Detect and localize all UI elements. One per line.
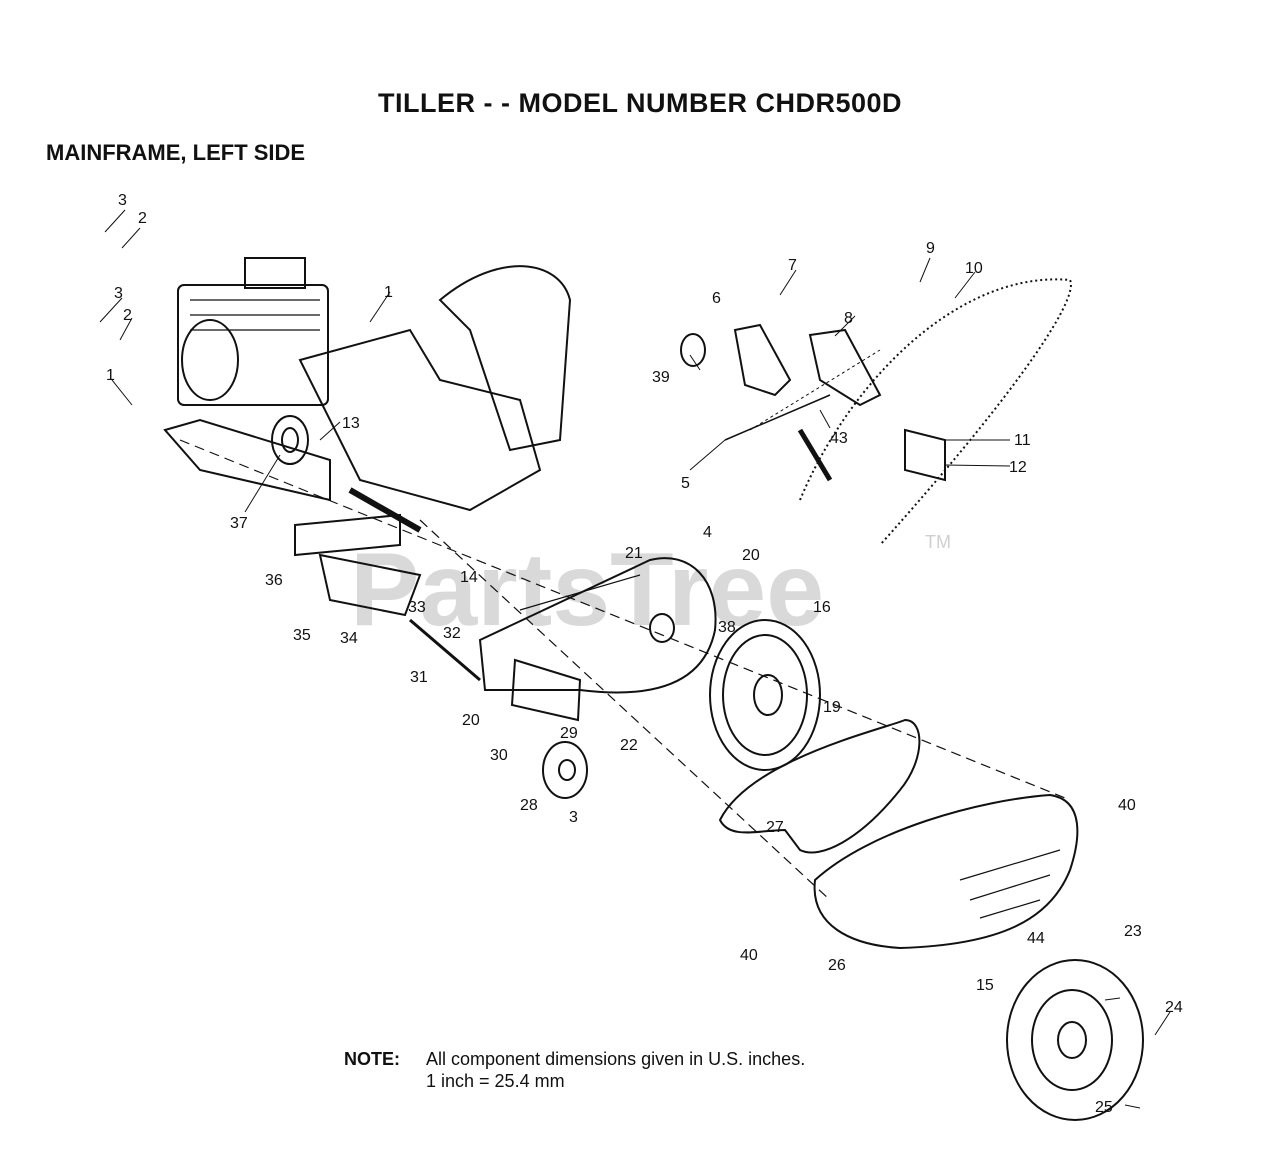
callout-38: 38 xyxy=(718,619,736,636)
callout-44: 44 xyxy=(1027,930,1045,947)
callout-1: 1 xyxy=(106,367,115,384)
callout-23: 23 xyxy=(1124,923,1142,940)
belt-guard-4 xyxy=(478,557,717,694)
callout-43: 43 xyxy=(830,430,848,447)
callout-2: 2 xyxy=(138,210,147,227)
callout-24: 24 xyxy=(1165,999,1183,1016)
callout-26: 26 xyxy=(828,957,846,974)
belt-27 xyxy=(718,718,921,854)
callout-20: 20 xyxy=(462,712,480,729)
callout-labels: 3 2 3 2 1 1 13 37 36 35 34 33 14 32 31 2… xyxy=(106,192,1183,1116)
belt-cover-26 xyxy=(813,793,1079,950)
callout-15: 15 xyxy=(976,977,994,994)
watermark-trademark: TM xyxy=(925,532,951,552)
callout-2: 2 xyxy=(123,307,132,324)
callout-3: 3 xyxy=(569,809,578,826)
callout-21: 21 xyxy=(625,545,643,562)
pulley-16 xyxy=(709,619,821,771)
bracket-36 xyxy=(294,513,422,617)
callout-27: 27 xyxy=(766,819,784,836)
callout-30: 30 xyxy=(490,747,508,764)
callout-6: 6 xyxy=(712,290,721,307)
pulley-28 xyxy=(542,741,588,799)
callout-1: 1 xyxy=(384,284,393,301)
callout-25: 25 xyxy=(1095,1099,1113,1116)
callout-3: 3 xyxy=(118,192,127,209)
callout-29: 29 xyxy=(560,725,578,742)
dimension-note: NOTE: All component dimensions given in U… xyxy=(344,1048,805,1092)
callout-28: 28 xyxy=(520,797,538,814)
callout-34: 34 xyxy=(340,630,358,647)
callout-7: 7 xyxy=(788,257,797,274)
callout-40: 40 xyxy=(740,947,758,964)
engine-assembly xyxy=(163,257,331,502)
callout-31: 31 xyxy=(410,669,428,686)
callout-33: 33 xyxy=(408,599,426,616)
wheel-23 xyxy=(1006,959,1144,1121)
callout-37: 37 xyxy=(230,515,248,532)
callout-11: 11 xyxy=(1014,432,1031,449)
diagram-title: TILLER - - MODEL NUMBER CHDR500D xyxy=(377,88,903,118)
callout-22: 22 xyxy=(620,737,638,754)
callout-14: 14 xyxy=(460,569,478,586)
shift-lever-assembly xyxy=(680,323,946,482)
callout-20: 20 xyxy=(742,547,760,564)
note-line-2: 1 inch = 25.4 mm xyxy=(426,1071,565,1091)
callout-16: 16 xyxy=(813,599,831,616)
leader-lines xyxy=(99,209,1171,1109)
callout-13: 13 xyxy=(342,415,360,432)
callout-3: 3 xyxy=(114,285,123,302)
callout-4: 4 xyxy=(703,524,712,541)
diagram-subtitle: MAINFRAME, LEFT SIDE xyxy=(46,140,306,165)
note-line-1: All component dimensions given in U.S. i… xyxy=(426,1049,806,1069)
mainframe xyxy=(298,265,572,533)
callout-10: 10 xyxy=(965,260,983,277)
plate-20 xyxy=(510,658,582,722)
callout-40: 40 xyxy=(1118,797,1136,814)
callout-19: 19 xyxy=(823,699,841,716)
callout-9: 9 xyxy=(926,240,935,257)
callout-39: 39 xyxy=(652,369,670,386)
parts-drawing xyxy=(163,257,1144,1121)
callout-5: 5 xyxy=(681,475,690,492)
callout-36: 36 xyxy=(265,572,283,589)
note-label: NOTE: xyxy=(344,1049,400,1069)
callout-12: 12 xyxy=(1009,459,1027,476)
callout-35: 35 xyxy=(293,627,311,644)
callout-32: 32 xyxy=(443,625,461,642)
callout-8: 8 xyxy=(844,310,853,327)
